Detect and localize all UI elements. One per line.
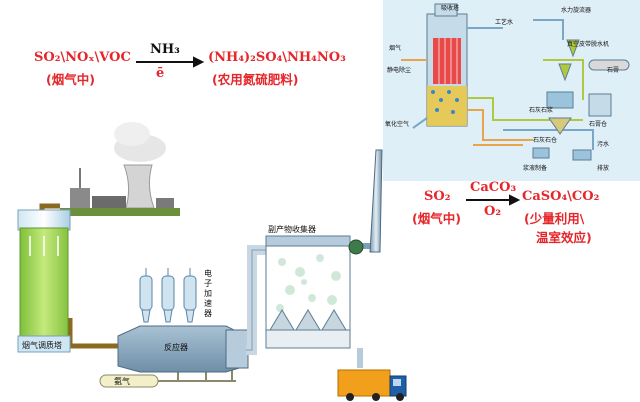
tower-label: 烟气调质塔 bbox=[22, 340, 62, 350]
limestone-bin bbox=[548, 117, 572, 135]
eq1-reactants-note: (烟气中) bbox=[46, 72, 95, 87]
inset-discharge-label: 排放 bbox=[597, 164, 609, 172]
inset-flue-gas-label: 烟气 bbox=[389, 44, 401, 52]
gypsum-store bbox=[588, 93, 612, 117]
electron-accelerators bbox=[139, 275, 197, 323]
ammonia-line bbox=[99, 362, 236, 388]
hydrocyclone-1 bbox=[566, 39, 580, 58]
eq1-products-note: (农用氮硫肥料) bbox=[212, 72, 299, 87]
eq1-products: (NH₄)₂SO₄\NH₄NO₃ bbox=[208, 50, 346, 65]
inset-absorber-label: 吸收塔 bbox=[441, 4, 459, 12]
hydrocyclone-2 bbox=[558, 63, 572, 82]
inset-oxidation-air-label: 氧化空气 bbox=[385, 120, 409, 128]
inset-filter-label: 真空皮带脱水机 bbox=[567, 40, 609, 48]
reactor-label: 反应器 bbox=[164, 342, 188, 352]
byproduct-collector bbox=[265, 235, 351, 349]
conditioning-tower bbox=[17, 209, 71, 353]
inset-esp-label: 静电除尘 bbox=[387, 66, 411, 74]
eq1-reagent-bottom: ē bbox=[156, 66, 165, 81]
eq2-products: CaSO₄\CO₂ bbox=[522, 189, 600, 204]
inset-gypsum-store-label: 石膏仓 bbox=[589, 120, 607, 128]
tank-1 bbox=[546, 91, 574, 109]
eq2-reactants: SO₂ bbox=[424, 189, 451, 204]
absorber-spray-zone bbox=[433, 38, 461, 84]
inset-gypsum-label: 石膏 bbox=[607, 66, 619, 74]
eq1-arrow bbox=[136, 56, 205, 68]
eq2-reactants-note: (烟气中) bbox=[412, 211, 461, 226]
inset-limestone-label: 石灰石浆 bbox=[529, 106, 553, 114]
inset-stack-out-label: 工艺水 bbox=[495, 18, 513, 26]
inset-waste-water-label: 污水 bbox=[597, 140, 609, 148]
inset-limestone-bin-label: 石灰石仓 bbox=[533, 136, 557, 144]
belt-filter bbox=[588, 59, 630, 71]
reactor bbox=[117, 325, 249, 373]
inset-water-label: 水力旋流器 bbox=[561, 6, 591, 14]
eq2-arrow bbox=[466, 194, 521, 206]
eq2-reagent-bottom: O₂ bbox=[484, 204, 502, 219]
fgd-process-inset: 烟气 静电除尘 吸收塔 工艺水 水力旋流器 真空皮带脱水机 石膏 石膏仓 氧化空… bbox=[383, 0, 640, 181]
eq1-reagent-top: NH₃ bbox=[150, 42, 180, 57]
ammonia-label: 氨气 bbox=[114, 376, 130, 386]
eq2-reagent-top: CaCO₃ bbox=[470, 180, 517, 195]
eq2-products-note-1: (少量利用\ bbox=[524, 211, 585, 226]
truck-icon bbox=[337, 369, 407, 401]
inset-slurry-label: 浆液制备 bbox=[523, 164, 547, 172]
fan-and-stack bbox=[348, 149, 383, 255]
eq2-products-note-2: 温室效应) bbox=[536, 230, 592, 245]
collector-label: 副产物收集器 bbox=[268, 224, 316, 234]
accelerator-label: 电子加速器 bbox=[204, 268, 212, 318]
eq1-reactants: SO₂\NOₓ\VOC bbox=[34, 50, 131, 65]
power-plant-image bbox=[60, 122, 180, 216]
